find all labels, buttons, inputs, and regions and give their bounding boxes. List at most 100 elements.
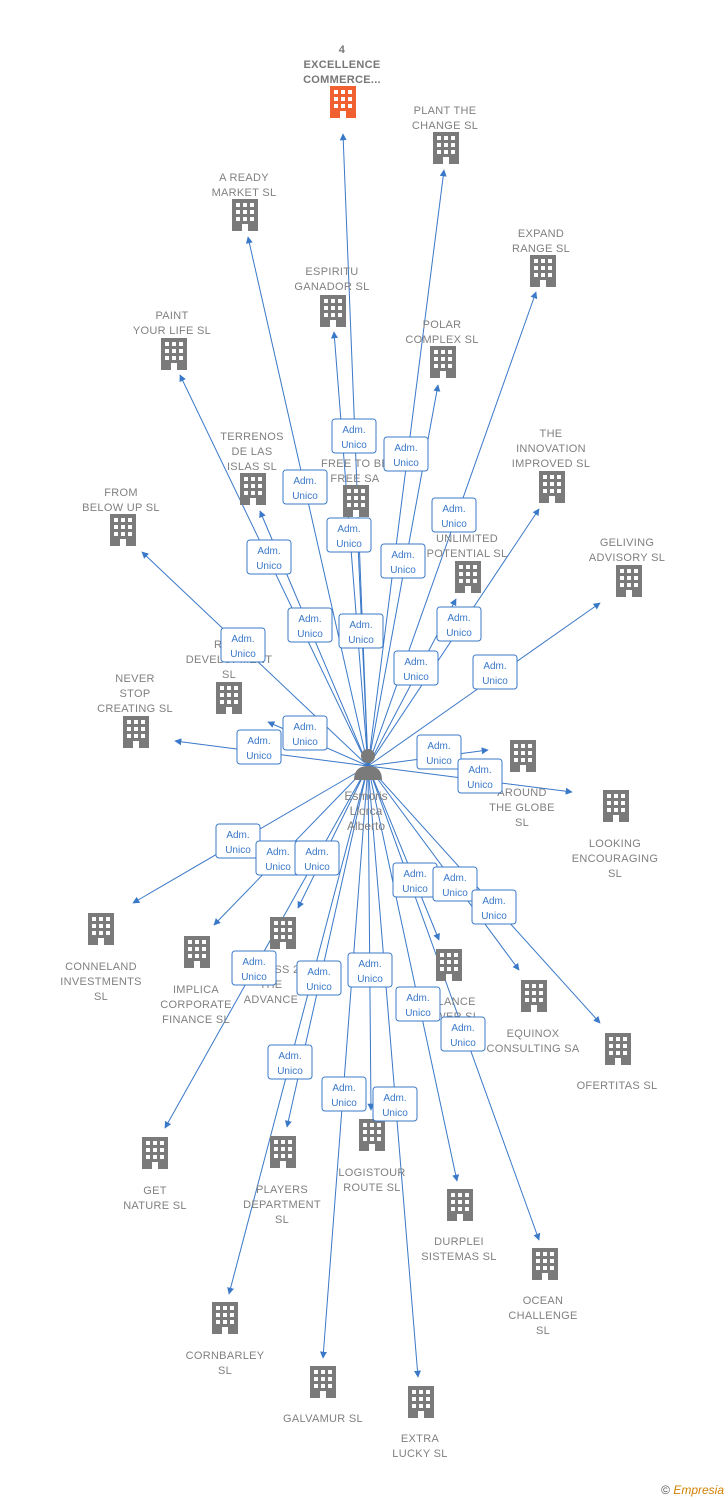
building-icon[interactable] bbox=[605, 1033, 631, 1065]
relation-badge[interactable]: Adm.Unico bbox=[471, 889, 517, 925]
building-icon[interactable] bbox=[430, 346, 456, 378]
company-node-galvamur[interactable]: GALVAMUR SL bbox=[283, 1366, 363, 1425]
relation-badge[interactable]: Adm.Unico bbox=[338, 613, 384, 649]
building-icon[interactable] bbox=[240, 473, 266, 505]
building-icon[interactable] bbox=[343, 485, 369, 517]
relation-badge[interactable]: Adm.Unico bbox=[282, 715, 328, 751]
building-icon[interactable] bbox=[603, 790, 629, 822]
relation-badge[interactable]: Adm.Unico bbox=[255, 840, 301, 876]
building-icon[interactable] bbox=[142, 1137, 168, 1169]
company-label[interactable]: OFERTITAS SL bbox=[577, 1080, 658, 1092]
relation-badge[interactable]: Adm.Unico bbox=[282, 469, 328, 505]
relation-badge[interactable]: Adm.Unico bbox=[432, 866, 478, 902]
relation-badge[interactable]: Adm.Unico bbox=[347, 952, 393, 988]
relation-badge[interactable]: Adm.Unico bbox=[372, 1086, 418, 1122]
relation-badge[interactable]: Adm.Unico bbox=[220, 627, 266, 663]
building-icon[interactable] bbox=[510, 740, 536, 772]
building-icon[interactable] bbox=[110, 514, 136, 546]
building-icon[interactable] bbox=[539, 471, 565, 503]
relation-badge[interactable]: Adm.Unico bbox=[236, 729, 282, 765]
relation-badge[interactable]: Adm.Unico bbox=[380, 543, 426, 579]
relation-badge[interactable]: Adm.Unico bbox=[296, 960, 342, 996]
relation-badge[interactable]: Adm.Unico bbox=[440, 1016, 486, 1052]
building-icon[interactable] bbox=[408, 1386, 434, 1418]
building-icon[interactable] bbox=[447, 1189, 473, 1221]
relation-badge[interactable]: Adm.Unico bbox=[294, 840, 340, 876]
relation-badge[interactable]: Adm.Unico bbox=[457, 758, 503, 794]
relation-badge[interactable]: Adm.Unico bbox=[287, 607, 333, 643]
company-node-ofertitas[interactable]: OFERTITAS SL bbox=[577, 1033, 658, 1092]
building-icon[interactable] bbox=[184, 936, 210, 968]
building-icon[interactable] bbox=[530, 255, 556, 287]
building-icon[interactable] bbox=[270, 1136, 296, 1168]
relation-badge[interactable]: Adm.Unico bbox=[331, 418, 377, 454]
relation-badge[interactable]: Adm.Unico bbox=[231, 950, 277, 986]
building-icon[interactable] bbox=[616, 565, 642, 597]
relation-badge[interactable]: Adm.Unico bbox=[416, 734, 462, 770]
building-icon[interactable] bbox=[88, 913, 114, 945]
building-icon[interactable] bbox=[433, 132, 459, 164]
building-icon[interactable] bbox=[521, 980, 547, 1012]
building-icon[interactable] bbox=[270, 917, 296, 949]
building-icon[interactable] bbox=[455, 561, 481, 593]
relation-badge[interactable]: Adm.Unico bbox=[393, 650, 439, 686]
building-icon[interactable] bbox=[320, 295, 346, 327]
building-icon[interactable] bbox=[216, 682, 242, 714]
relation-badge[interactable]: Adm.Unico bbox=[215, 823, 261, 859]
building-icon[interactable] bbox=[359, 1119, 385, 1151]
relation-badge[interactable]: Adm.Unico bbox=[472, 654, 518, 690]
brand-logo[interactable]: Empresia bbox=[673, 1483, 724, 1497]
building-icon[interactable] bbox=[212, 1302, 238, 1334]
building-icon[interactable] bbox=[532, 1248, 558, 1280]
relation-badge[interactable]: Adm.Unico bbox=[267, 1044, 313, 1080]
relation-badge[interactable]: Adm.Unico bbox=[326, 517, 372, 553]
relation-badge[interactable]: Adm.Unico bbox=[395, 986, 441, 1022]
relation-badge[interactable]: Adm.Unico bbox=[383, 436, 429, 472]
